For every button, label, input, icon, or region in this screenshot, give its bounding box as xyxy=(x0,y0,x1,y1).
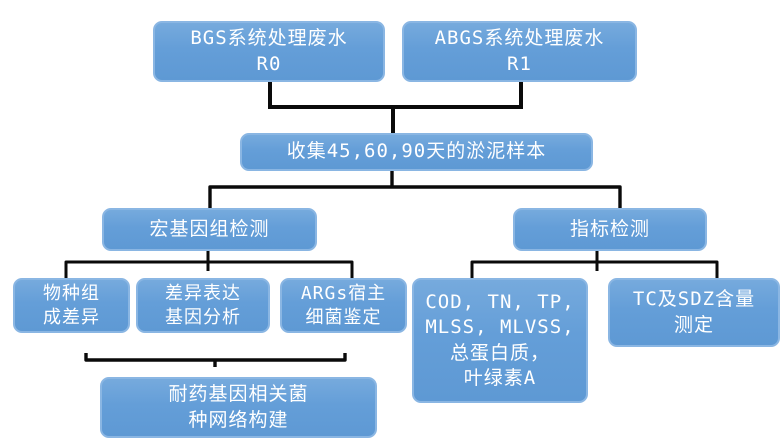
node-resistance-gene-network: 耐药基因相关菌 种网络构建 xyxy=(100,377,377,438)
node-network-line2: 种网络构建 xyxy=(188,408,289,431)
node-deg-line2: 基因分析 xyxy=(165,306,241,328)
node-abgs-r1-line2: R1 xyxy=(507,52,532,75)
connector-indicator-branch xyxy=(470,250,719,278)
node-bgs-r0-line1: BGS系统处理废水 xyxy=(190,27,348,50)
node-collect-samples-line1: 收集45,60,90天的淤泥样本 xyxy=(286,140,547,163)
node-tcsdz-line1: TC及SDZ含量 xyxy=(632,288,756,311)
connector-level2-branch xyxy=(208,170,622,208)
node-args-host-bacteria: ARGs宿主 细菌鉴定 xyxy=(280,278,407,333)
node-tcsdz-line2: 测定 xyxy=(673,313,714,336)
node-metagenome-detection: 宏基因组检测 xyxy=(102,208,317,251)
node-species-line1: 物种组 xyxy=(43,282,100,304)
node-wq-line4: 叶绿素A xyxy=(463,366,537,389)
node-indicator-detection: 指标检测 xyxy=(513,208,707,251)
node-differential-expression: 差异表达 基因分析 xyxy=(136,278,270,333)
connector-metagenome-branch xyxy=(64,250,354,278)
node-args-line1: ARGs宿主 xyxy=(300,282,387,304)
node-wq-line2: MLSS, MLVSS, xyxy=(425,316,575,339)
node-bgs-r0-line2: R0 xyxy=(256,52,282,75)
connector-top-join xyxy=(268,82,523,134)
node-abgs-r1-line1: ABGS系统处理废水 xyxy=(434,27,605,50)
node-tc-sdz-content: TC及SDZ含量 测定 xyxy=(608,278,780,347)
node-species-line2: 成差异 xyxy=(43,306,100,328)
node-metagenome-line1: 宏基因组检测 xyxy=(149,217,270,240)
node-wq-line1: COD, TN, TP, xyxy=(425,291,575,314)
node-deg-line1: 差异表达 xyxy=(165,282,241,304)
node-wq-line3: 总蛋白质， xyxy=(449,341,550,364)
node-abgs-r1: ABGS系统处理废水 R1 xyxy=(402,21,637,82)
brace-group xyxy=(84,353,347,367)
node-species-composition: 物种组 成差异 xyxy=(13,278,130,333)
node-args-line2: 细菌鉴定 xyxy=(305,306,382,328)
node-water-quality-params: COD, TN, TP, MLSS, MLVSS, 总蛋白质， 叶绿素A xyxy=(412,278,588,403)
node-indicator-line1: 指标检测 xyxy=(569,217,650,240)
node-network-line1: 耐药基因相关菌 xyxy=(168,383,309,406)
node-collect-samples: 收集45,60,90天的淤泥样本 xyxy=(240,133,593,171)
node-bgs-r0: BGS系统处理废水 R0 xyxy=(153,21,385,82)
